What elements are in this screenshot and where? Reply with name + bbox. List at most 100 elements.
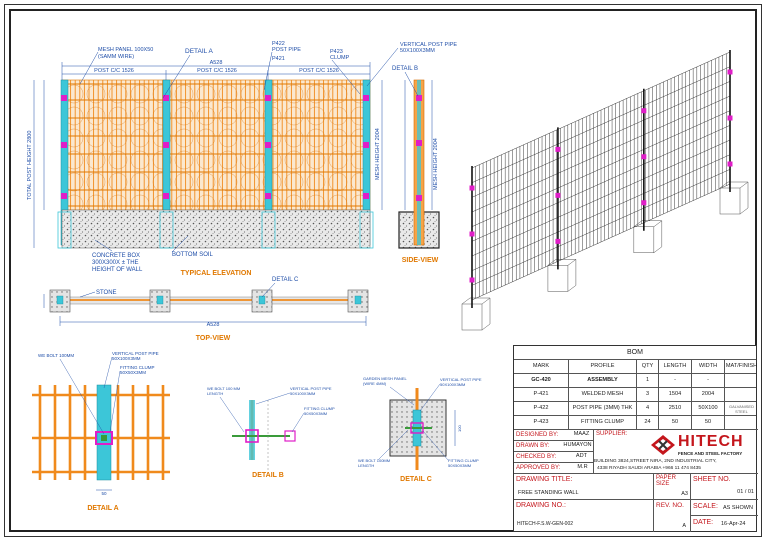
vertical-post-label: VERTICAL POST PIPE bbox=[400, 42, 457, 48]
mesh-pattern-ring bbox=[306, 106, 326, 126]
bom-header-qty: QTY bbox=[637, 360, 659, 373]
date-label: DATE: bbox=[693, 519, 714, 526]
drawing-title: FREE STANDING WALL bbox=[518, 490, 579, 496]
p422-sub: POST PIPE bbox=[272, 47, 301, 53]
mesh-pattern-ring bbox=[152, 84, 172, 104]
mesh-panel-label: MESH PANEL 100X50 bbox=[98, 47, 153, 53]
checked-by-row: CHECKED BY: ADT bbox=[514, 452, 594, 463]
checked-by: ADT bbox=[570, 452, 594, 462]
company-tagline: FENCE AND STEEL FACTORY bbox=[678, 451, 743, 456]
post-footing bbox=[159, 211, 174, 249]
bom-qty: 1 bbox=[637, 374, 659, 387]
iso-mesh-wire bbox=[471, 154, 731, 271]
iso-mesh-wire bbox=[471, 81, 731, 198]
mesh-pattern-ring bbox=[108, 106, 128, 126]
bom-mark: P-422 bbox=[514, 402, 569, 415]
side-view: DETAIL B MESH HEIGHT 2004 SIDE-VIEW bbox=[392, 66, 440, 264]
mesh-pattern-ring bbox=[218, 84, 238, 104]
detail-c-note-1b: (WIRE 4MM) bbox=[363, 381, 387, 386]
concrete-label-2: 300X300X ± THE bbox=[92, 260, 139, 266]
p423-label: P423 bbox=[330, 49, 343, 55]
p421-label: P421 bbox=[272, 56, 285, 62]
mesh-pattern-ring bbox=[218, 106, 238, 126]
sheet-no-label: SHEET NO. bbox=[693, 476, 731, 483]
right-height-label: MESH HEIGHT 2004 bbox=[375, 128, 381, 180]
iso-clamp bbox=[469, 185, 475, 191]
rev-no-cell: REV. NO. A bbox=[654, 500, 691, 532]
mesh-pattern-ring bbox=[328, 172, 348, 192]
mesh-pattern-ring bbox=[196, 172, 216, 192]
mesh-pattern-ring bbox=[240, 150, 260, 170]
detail-a-note-2: VERTICAL POST PIPE bbox=[112, 351, 159, 356]
post-footing bbox=[359, 211, 374, 249]
iso-mesh-wire bbox=[471, 169, 731, 286]
detail-c: 100 GARDEN MESH PANEL (WIRE 4MM) VERTICA… bbox=[358, 376, 482, 483]
mesh-pattern-ring bbox=[108, 150, 128, 170]
detail-b-note-3b: 50X50X3MM bbox=[304, 411, 327, 416]
bom-header-width: WIDTH bbox=[692, 360, 725, 373]
detail-b-note-2: VERTICAL POST PIPE bbox=[290, 386, 332, 391]
iso-clamp bbox=[727, 161, 733, 167]
typical-elevation: A528 POST C/C 1526 POST C/C 1526 POST C/… bbox=[27, 41, 457, 277]
approved-by: M.R bbox=[572, 463, 594, 473]
clamp bbox=[163, 193, 169, 199]
clamp bbox=[265, 142, 271, 148]
detail-a: WE BOLT 100MM VERTICAL POST PIPE 50X100X… bbox=[32, 351, 170, 512]
bom-qty: 4 bbox=[637, 402, 659, 415]
bom-width: 50 bbox=[692, 416, 725, 429]
detail-a-dim: 50 bbox=[101, 491, 107, 496]
bom-mark: P-421 bbox=[514, 388, 569, 401]
mesh-pattern-ring bbox=[284, 172, 304, 192]
mesh-pattern-ring bbox=[130, 106, 150, 126]
iso-clamp bbox=[469, 277, 475, 283]
detail-b-title: DETAIL B bbox=[252, 472, 284, 479]
mesh-pattern-ring bbox=[196, 106, 216, 126]
post-footing bbox=[261, 211, 276, 249]
mesh-wires-horizontal bbox=[62, 83, 370, 207]
approved-by-label: APPROVED BY: bbox=[516, 464, 561, 471]
clamp bbox=[163, 142, 169, 148]
iso-mesh-wire bbox=[471, 95, 731, 213]
post-section bbox=[156, 295, 164, 305]
detail-c-note-4b: 50X50X3MM bbox=[448, 463, 471, 468]
concrete-label-3: HEIGHT OF WALL bbox=[92, 267, 143, 273]
paper-size-label: PAPER SIZE bbox=[656, 475, 676, 487]
drawn-by-label: DRAWN BY: bbox=[516, 442, 550, 449]
mesh-pattern-ring bbox=[130, 172, 150, 192]
clamps bbox=[61, 95, 369, 199]
stone-label: STONE bbox=[96, 290, 117, 296]
bom-header-length: LENGTH bbox=[659, 360, 692, 373]
mesh-pattern-ring bbox=[108, 172, 128, 192]
iso-mesh-wire bbox=[471, 125, 731, 242]
mesh-pattern-ring bbox=[130, 128, 150, 148]
paper-size-cell: PAPER SIZE A3 bbox=[654, 474, 691, 500]
iso-footing-edge bbox=[653, 246, 662, 253]
iso-clamp bbox=[555, 146, 561, 152]
bom-header-mark: MARK bbox=[514, 360, 569, 373]
inner-frame bbox=[9, 9, 757, 532]
clamp bbox=[363, 193, 369, 199]
bom-qty: 3 bbox=[637, 388, 659, 401]
bottom-soil-label: BOTTOM SOIL bbox=[172, 252, 214, 258]
iso-footing-top bbox=[719, 181, 749, 189]
post-cc-3: POST C/C 1526 bbox=[299, 68, 339, 74]
approved-by-row: APPROVED BY: M.R bbox=[514, 463, 594, 474]
bom-row: GC-420 ASSEMBLY 1 - - bbox=[514, 374, 756, 388]
post-cc-1: POST C/C 1526 bbox=[94, 68, 134, 74]
iso-footing-top bbox=[461, 297, 491, 305]
mesh-pattern-ring bbox=[174, 172, 194, 192]
mesh-pattern-ring bbox=[218, 172, 238, 192]
detail-c-note-2: VERTICAL POST PIPE bbox=[440, 377, 482, 382]
detail-b: WE BOLT 100 MM LENGTH VERTICAL POST PIPE… bbox=[207, 386, 335, 479]
supplier-block: SUPPLIER: HITECH FENCE AND STEEL FACTORY… bbox=[594, 430, 758, 474]
p423-sub: CLUMP bbox=[330, 55, 350, 61]
iso-clamp bbox=[641, 108, 647, 114]
bom-mark: GC-420 bbox=[514, 374, 569, 387]
mesh-pattern-ring bbox=[306, 172, 326, 192]
clamp bbox=[363, 95, 369, 101]
iso-mesh-wire bbox=[471, 51, 731, 169]
drawn-by-row: DRAWN BY: HUMAYON bbox=[514, 441, 594, 452]
mesh-pattern-ring bbox=[240, 128, 260, 148]
